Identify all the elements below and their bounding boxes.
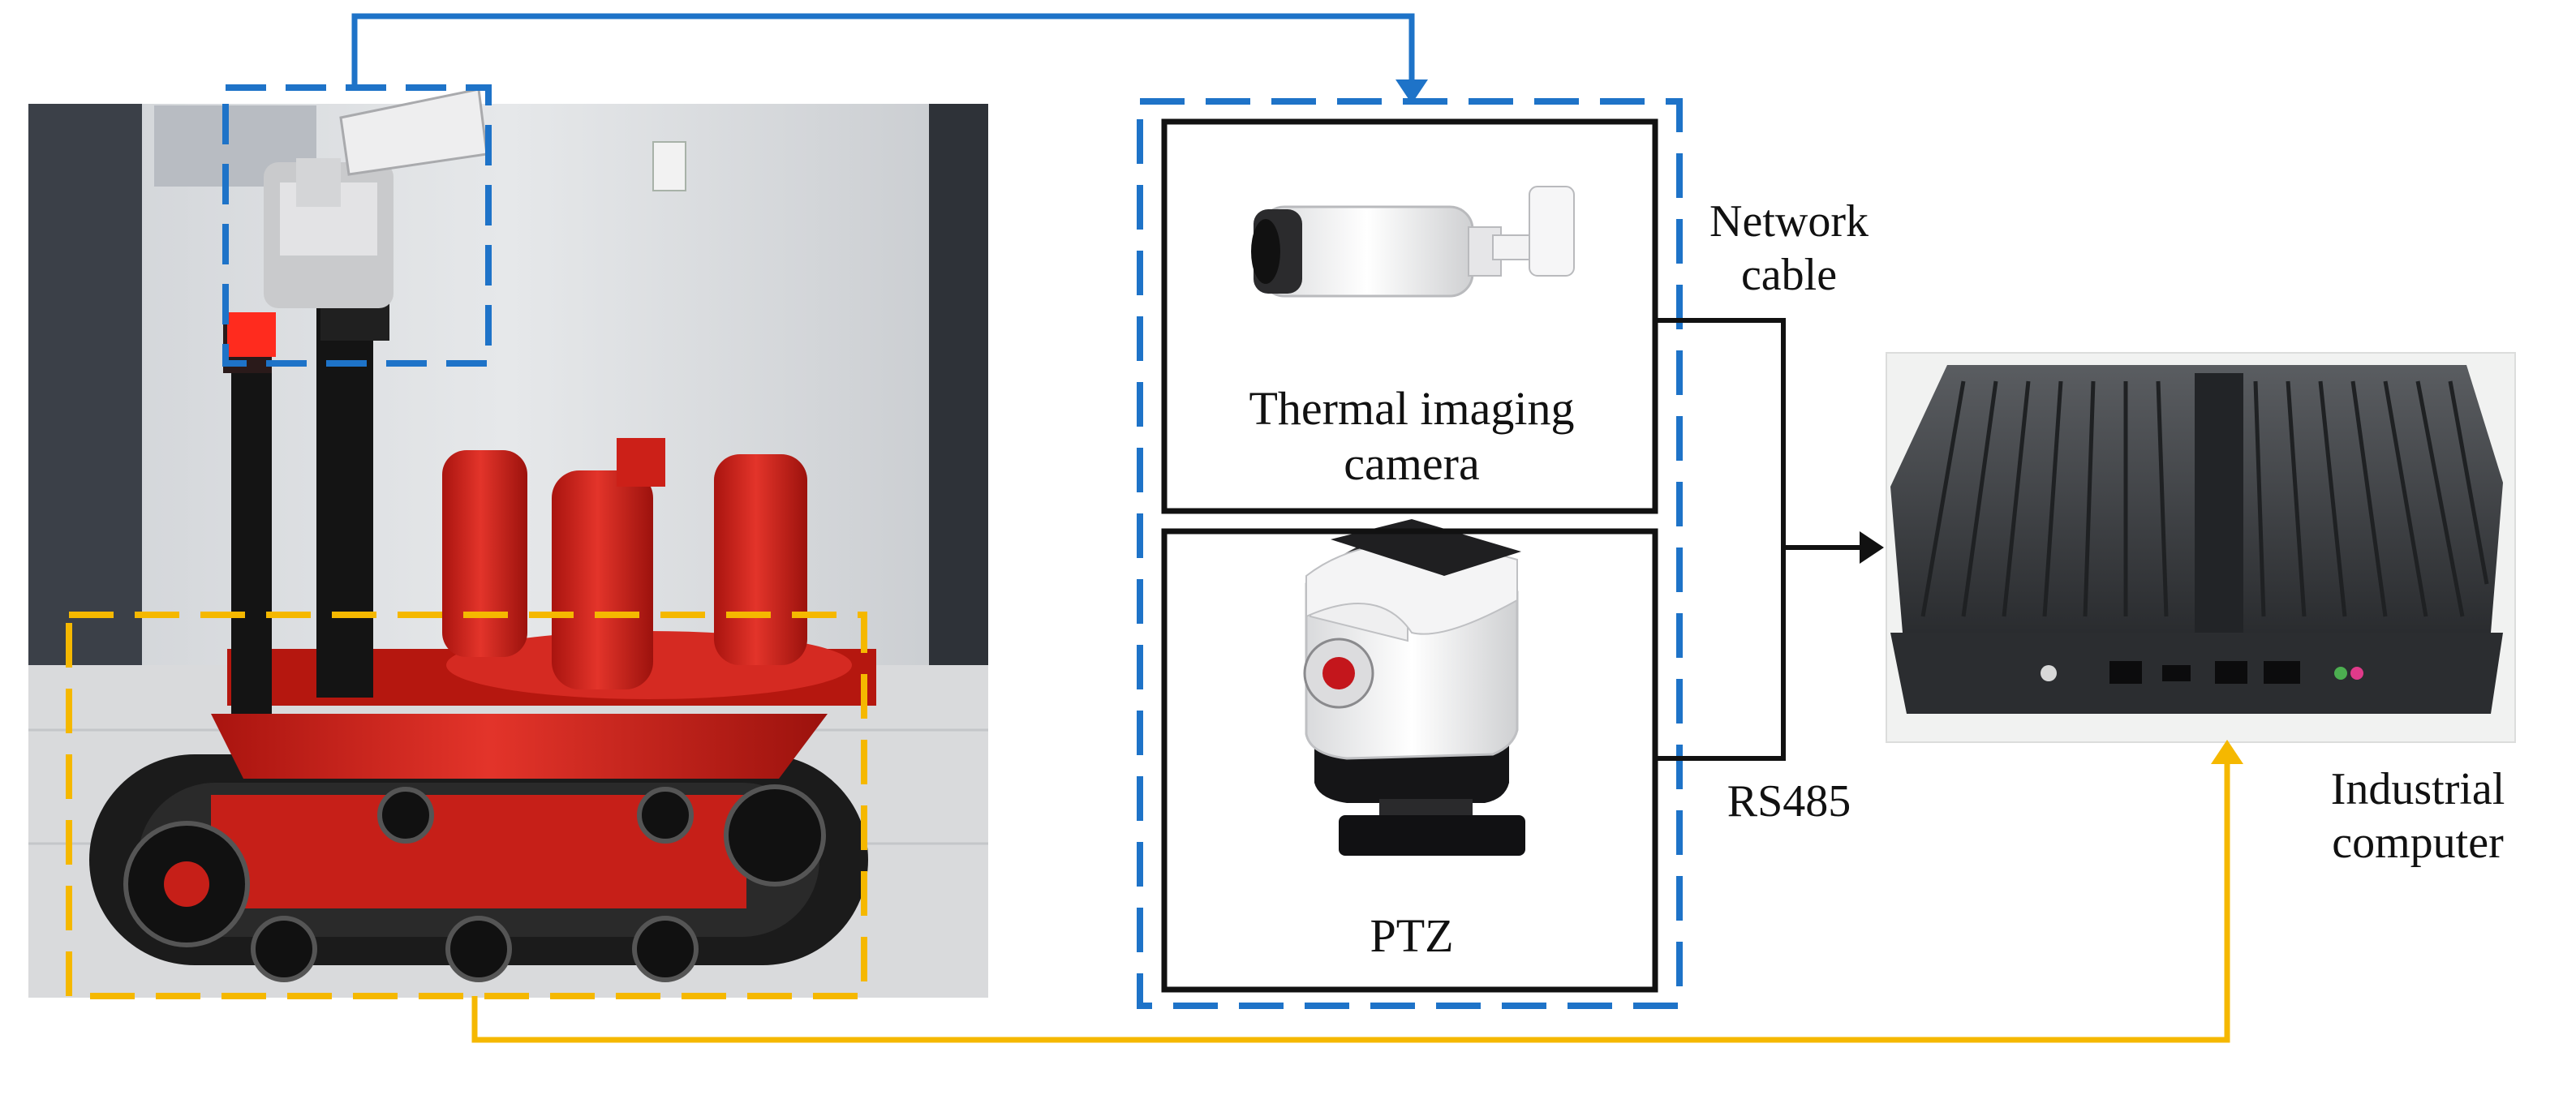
sensor-group-dashed-box bbox=[1137, 98, 1683, 1009]
industrial-computer-image bbox=[1886, 352, 2516, 743]
yellow-arrowhead bbox=[2211, 740, 2243, 764]
blue-arrowhead bbox=[1396, 79, 1428, 104]
rs485-label: RS485 bbox=[1727, 776, 1851, 827]
thermal-camera-image bbox=[1251, 186, 1575, 298]
yellow-link bbox=[471, 758, 2230, 1043]
ptz-label: PTZ bbox=[1370, 909, 1454, 962]
network-cable-line bbox=[1655, 318, 1786, 761]
thermal-camera-box bbox=[1161, 118, 1658, 514]
computer-arrowhead bbox=[1860, 531, 1884, 564]
thermal-camera-label: Thermal imaging camera bbox=[1249, 382, 1575, 491]
industrial-computer-label: Industrial computer bbox=[2330, 764, 2505, 869]
network-cable-label: Network cable bbox=[1709, 196, 1869, 301]
robot-chassis-highlight-box bbox=[66, 612, 867, 999]
blue-link bbox=[351, 13, 1415, 88]
ptz-image bbox=[1303, 519, 1525, 856]
robot-photo bbox=[28, 88, 988, 998]
